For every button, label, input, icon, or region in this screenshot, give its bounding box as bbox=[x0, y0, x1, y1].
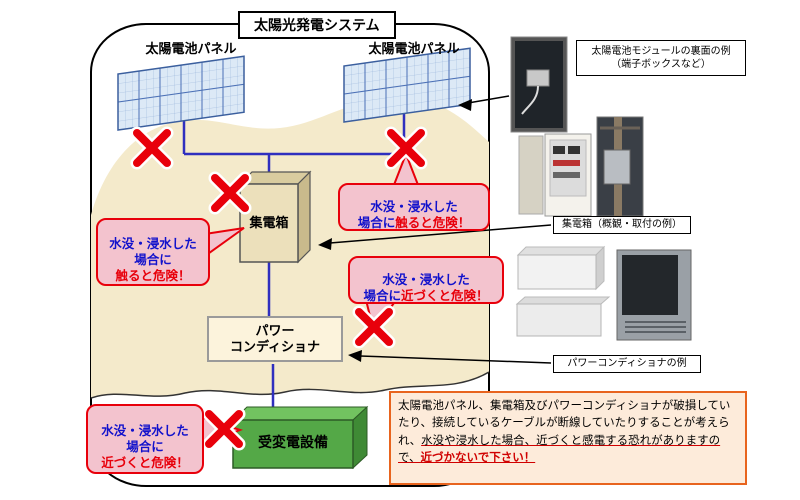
power-conditioner-photo bbox=[616, 249, 692, 341]
pole-mount-photo bbox=[596, 116, 644, 217]
bubble-text-red: 触ると危険！ bbox=[115, 269, 191, 284]
right-solar-array bbox=[343, 47, 471, 123]
danger-x-icon bbox=[352, 305, 396, 349]
bubble-text-blue: 水没・浸水した 場合に bbox=[109, 236, 197, 267]
substation-label: 受変電設備 bbox=[258, 434, 328, 450]
warning-text-red: 近づかないで下さい！ bbox=[420, 451, 536, 464]
left-panel-label: 太陽電池パネル bbox=[145, 41, 237, 56]
bubble-touch-left: 水没・浸水した 場合に 触ると危険！ bbox=[96, 218, 210, 286]
bubble-text-red: 近づくと危険！ bbox=[401, 289, 489, 304]
bubble-text-red: 近づくと危険！ bbox=[101, 456, 189, 471]
callout-arrow-conditioner bbox=[348, 350, 552, 364]
module-back-callout-label: 太陽電池モジュールの裏面の例 （端子ボックスなど） bbox=[576, 40, 746, 76]
conditioner-callout-label: パワーコンディショナの例 bbox=[553, 355, 701, 373]
bubble-approach-right: 水没・浸水した 場合に近づくと危険！ bbox=[348, 256, 504, 304]
right-panel-label: 太陽電池パネル bbox=[368, 41, 460, 56]
wiring-lines bbox=[182, 114, 406, 416]
collector-box-photo-2 bbox=[515, 296, 611, 337]
danger-x-icon bbox=[130, 126, 174, 170]
bubble-touch-right: 水没・浸水した 場合に触ると危険！ bbox=[338, 183, 490, 231]
bubble-text-red: 触ると危険！ bbox=[395, 216, 471, 231]
left-solar-array bbox=[117, 55, 245, 131]
page-title: 太陽光発電システム bbox=[238, 11, 396, 39]
bubble-approach-bottom: 水没・浸水した 場合に 近づくと危険！ bbox=[86, 404, 204, 474]
danger-x-icon bbox=[384, 126, 428, 170]
warning-note: 太陽電池パネル、集電箱及びパワーコンディショナが破損していたり、接続しているケー… bbox=[389, 391, 747, 485]
callout-arrow-collector bbox=[318, 224, 552, 250]
collector-open-photo bbox=[518, 133, 592, 217]
module-back-photo bbox=[510, 36, 568, 133]
warning-text-main: 太陽電池パネル、集電箱及びパワーコンディショナが破損していたり、接続しているケー… bbox=[398, 400, 731, 447]
power-conditioner-box: パワー コンディショナ bbox=[207, 316, 343, 362]
bubble-text-blue: 水没・浸水した 場合に bbox=[363, 272, 470, 304]
bubble-text-blue: 水没・浸水した 場合に bbox=[101, 423, 189, 454]
ground-wave-line bbox=[91, 371, 489, 399]
power-conditioner-label: パワー コンディショナ bbox=[229, 322, 321, 354]
callout-arrow-module bbox=[458, 95, 510, 111]
bubble-text-blue: 水没・浸水した 場合に bbox=[357, 199, 458, 231]
warning-text-underlined: 水没や浸水した場合、近づくと感電する恐れがありますので、 bbox=[398, 434, 721, 464]
collector-box-label: 集電箱 bbox=[249, 215, 289, 230]
substation-box bbox=[231, 405, 369, 470]
danger-x-icon bbox=[208, 171, 252, 215]
collector-callout-label: 集電箱（概観・取付の例） bbox=[553, 216, 691, 234]
collector-box-photo-1 bbox=[516, 245, 606, 291]
danger-x-icon bbox=[202, 407, 246, 451]
